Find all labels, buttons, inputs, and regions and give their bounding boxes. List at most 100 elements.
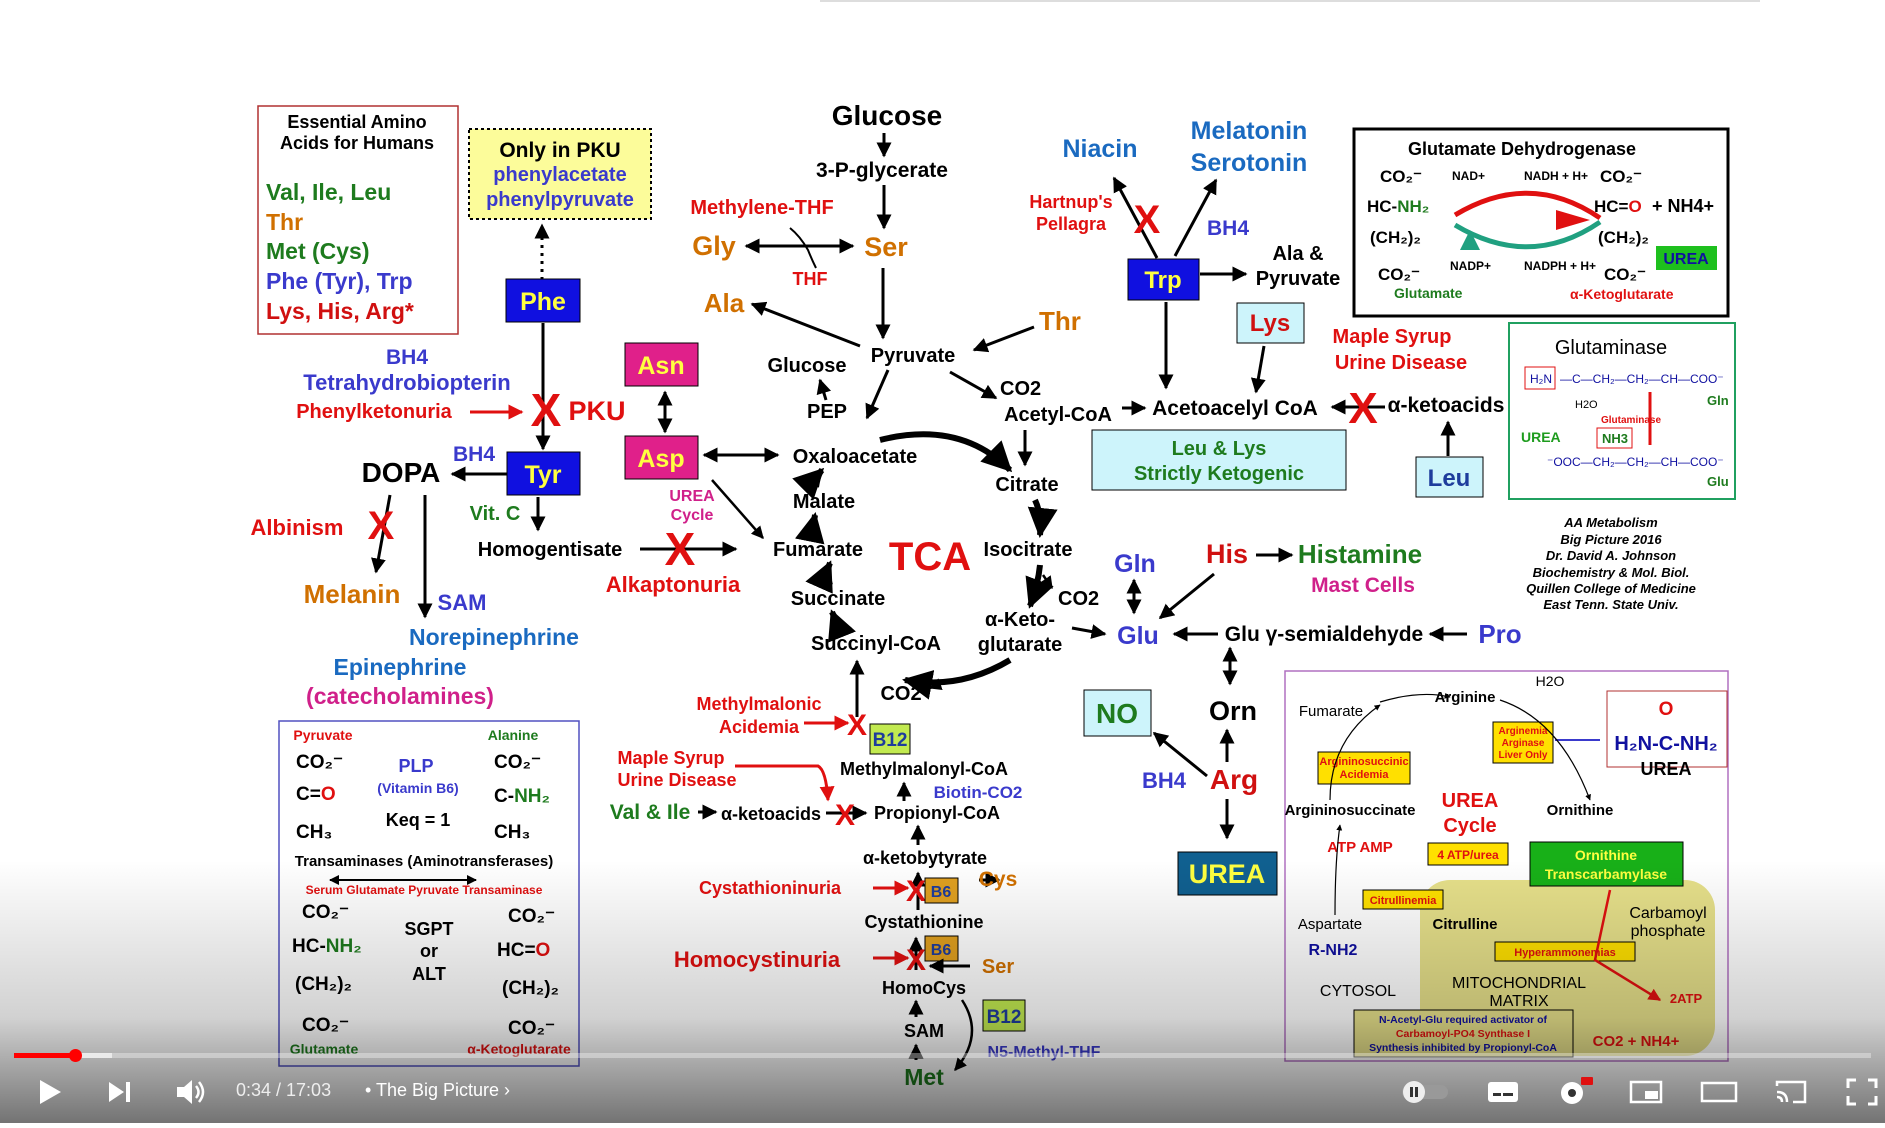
cystathioninuria-x-icon: X <box>906 875 926 908</box>
essential-title-2: Acids for Humans <box>280 133 434 153</box>
urea-mito-1: MITOCHONDRIAL <box>1452 975 1586 992</box>
homogentisate: Homogentisate <box>478 539 622 561</box>
asp-label: Asp <box>637 445 684 473</box>
subtitles-button[interactable] <box>1481 1072 1525 1112</box>
b6-label-1: B6 <box>931 884 952 901</box>
catecholamines: (catecholamines) <box>306 683 494 709</box>
arg: Arg <box>1210 764 1258 795</box>
gdh-nh4: + NH4+ <box>1652 196 1714 216</box>
time-display: 0:34 / 17:03 <box>236 1080 332 1100</box>
ketogenic-box <box>1091 429 1347 491</box>
svg-text:C-NH₂: C-NH₂ <box>494 786 550 807</box>
urea-citrulline: Citrulline <box>1432 916 1497 933</box>
progress-scrubber[interactable] <box>69 1049 83 1062</box>
msud-top-1: Maple Syrup <box>1333 326 1452 348</box>
cast-button[interactable] <box>1769 1072 1813 1112</box>
lys-label: Lys <box>1250 310 1290 337</box>
volume-button[interactable] <box>170 1072 214 1112</box>
essential-line-1: Val, Ile, Leu <box>266 179 391 205</box>
pku-box-title: Only in PKU <box>499 139 620 162</box>
theater-mode-button[interactable] <box>1697 1072 1741 1112</box>
miniplayer-button[interactable] <box>1624 1072 1668 1112</box>
svg-text:CO₂⁻: CO₂⁻ <box>508 1018 555 1039</box>
lys-box <box>1236 302 1305 344</box>
methylmalonic-x-icon: X <box>847 709 867 742</box>
vit-c: Vit. C <box>470 503 521 525</box>
urea-nacetyl-2: Carbamoyl-PO4 Synthase I <box>1396 1028 1530 1040</box>
chapter-button[interactable]: • The Big Picture › <box>365 1080 511 1100</box>
citrate: Citrate <box>995 474 1058 496</box>
credit-1: AA Metabolism <box>1563 515 1658 530</box>
cys: Cys <box>979 868 1018 891</box>
homocystinuria-x-icon: X <box>906 944 926 977</box>
bh4-tyr: BH4 <box>453 443 495 466</box>
credit-3: Dr. David A. Johnson <box>1546 548 1676 563</box>
alkaptonuria-x-icon: X <box>665 523 696 575</box>
credit-2: Big Picture 2016 <box>1560 532 1662 547</box>
fumarate: Fumarate <box>773 539 863 561</box>
gly: Gly <box>692 231 736 261</box>
gdh-title: Glutamate Dehydrogenase <box>1408 139 1636 159</box>
ta-sgpt-full: Serum Glutamate Pyruvate Transaminase <box>306 883 543 897</box>
svg-text:O: O <box>1659 699 1674 720</box>
propionyl-coa: Propionyl-CoA <box>874 803 1000 823</box>
gear-icon <box>1561 1077 1593 1104</box>
bh4-arg: BH4 <box>1142 768 1187 793</box>
svg-text:CO₂⁻: CO₂⁻ <box>302 902 349 923</box>
urea-cytosol: CYTOSOL <box>1320 983 1396 1000</box>
glutaminase-gln: Gln <box>1707 393 1729 408</box>
methylene-thf: Methylene-THF <box>690 197 833 219</box>
urea-cycle-2: Cycle <box>1443 815 1496 837</box>
autoplay-toggle[interactable] <box>1398 1072 1452 1112</box>
play-icon <box>40 1080 61 1104</box>
alkaptonuria: Alkaptonuria <box>606 572 741 597</box>
glucose: Glucose <box>768 355 847 377</box>
urea-carbamoyl-2: phosphate <box>1631 923 1706 940</box>
dopa: DOPA <box>362 457 441 488</box>
next-button[interactable] <box>100 1072 140 1112</box>
gdh-akg: α-Ketoglutarate <box>1570 286 1674 302</box>
fullscreen-button[interactable] <box>1842 1072 1882 1112</box>
succinate: Succinate <box>791 588 885 610</box>
urea-cycle-panel: H2O Fumarate Arginine Argininosuccinic A… <box>1284 670 1729 1062</box>
alpha-ketoacids-top: α-ketoacids <box>1388 394 1505 417</box>
phenylketonuria: Phenylketonuria <box>296 401 452 423</box>
urea-argininosuccinic-2: Acidemia <box>1340 769 1390 781</box>
ala-pyruvate-2: Pyruvate <box>1256 268 1341 290</box>
ta-plp: PLP <box>398 756 433 776</box>
settings-button[interactable] <box>1552 1072 1596 1112</box>
alpha-keto-2: glutarate <box>978 634 1062 656</box>
essential-line-5: Lys, His, Arg* <box>266 298 414 324</box>
cast-icon <box>1775 1080 1807 1104</box>
svg-text:(CH₂)₂: (CH₂)₂ <box>1370 228 1421 247</box>
urea-atp-urea: 4 ATP/urea <box>1437 848 1499 862</box>
ala-pyruvate-1: Ala & <box>1272 243 1323 265</box>
sam: SAM <box>438 590 487 615</box>
urea-nacetyl-1: N-Acetyl-Glu required activator of <box>1379 1014 1548 1026</box>
progress-bar[interactable] <box>14 1049 1871 1062</box>
methylmalonic-2: Acidemia <box>719 717 800 737</box>
ala: Ala <box>704 288 745 318</box>
svg-text:CO₂⁻: CO₂⁻ <box>302 1015 349 1036</box>
malate: Malate <box>793 491 855 513</box>
volume-icon <box>177 1080 205 1104</box>
phe-box <box>505 278 581 323</box>
play-button[interactable] <box>30 1072 70 1112</box>
co2-pyr: CO2 <box>1000 378 1041 400</box>
homocystinuria: Homocystinuria <box>674 947 841 972</box>
urea-co2-nh4: CO2 + NH4+ <box>1593 1033 1680 1050</box>
norepinephrine: Norepinephrine <box>409 624 579 650</box>
subtitles-icon <box>1488 1082 1518 1102</box>
essential-line-2: Thr <box>266 209 303 235</box>
pku-box-line1: phenylacetate <box>493 164 626 186</box>
ta-or: or <box>420 941 438 961</box>
urea-ornithine: Ornithine <box>1547 802 1614 819</box>
chapter-title: The Big Picture <box>375 1080 500 1100</box>
credit-block: AA Metabolism Big Picture 2016 Dr. David… <box>1526 515 1696 612</box>
alpha-keto-1: α-Keto- <box>985 609 1055 631</box>
svg-text:CO₂⁻: CO₂⁻ <box>508 906 555 927</box>
svg-text:HC-NH₂: HC-NH₂ <box>1367 197 1429 216</box>
urea-aspartate: Aspartate <box>1298 916 1362 933</box>
asp-box <box>624 435 699 480</box>
urea-cycle-small-1: UREA <box>669 488 715 505</box>
